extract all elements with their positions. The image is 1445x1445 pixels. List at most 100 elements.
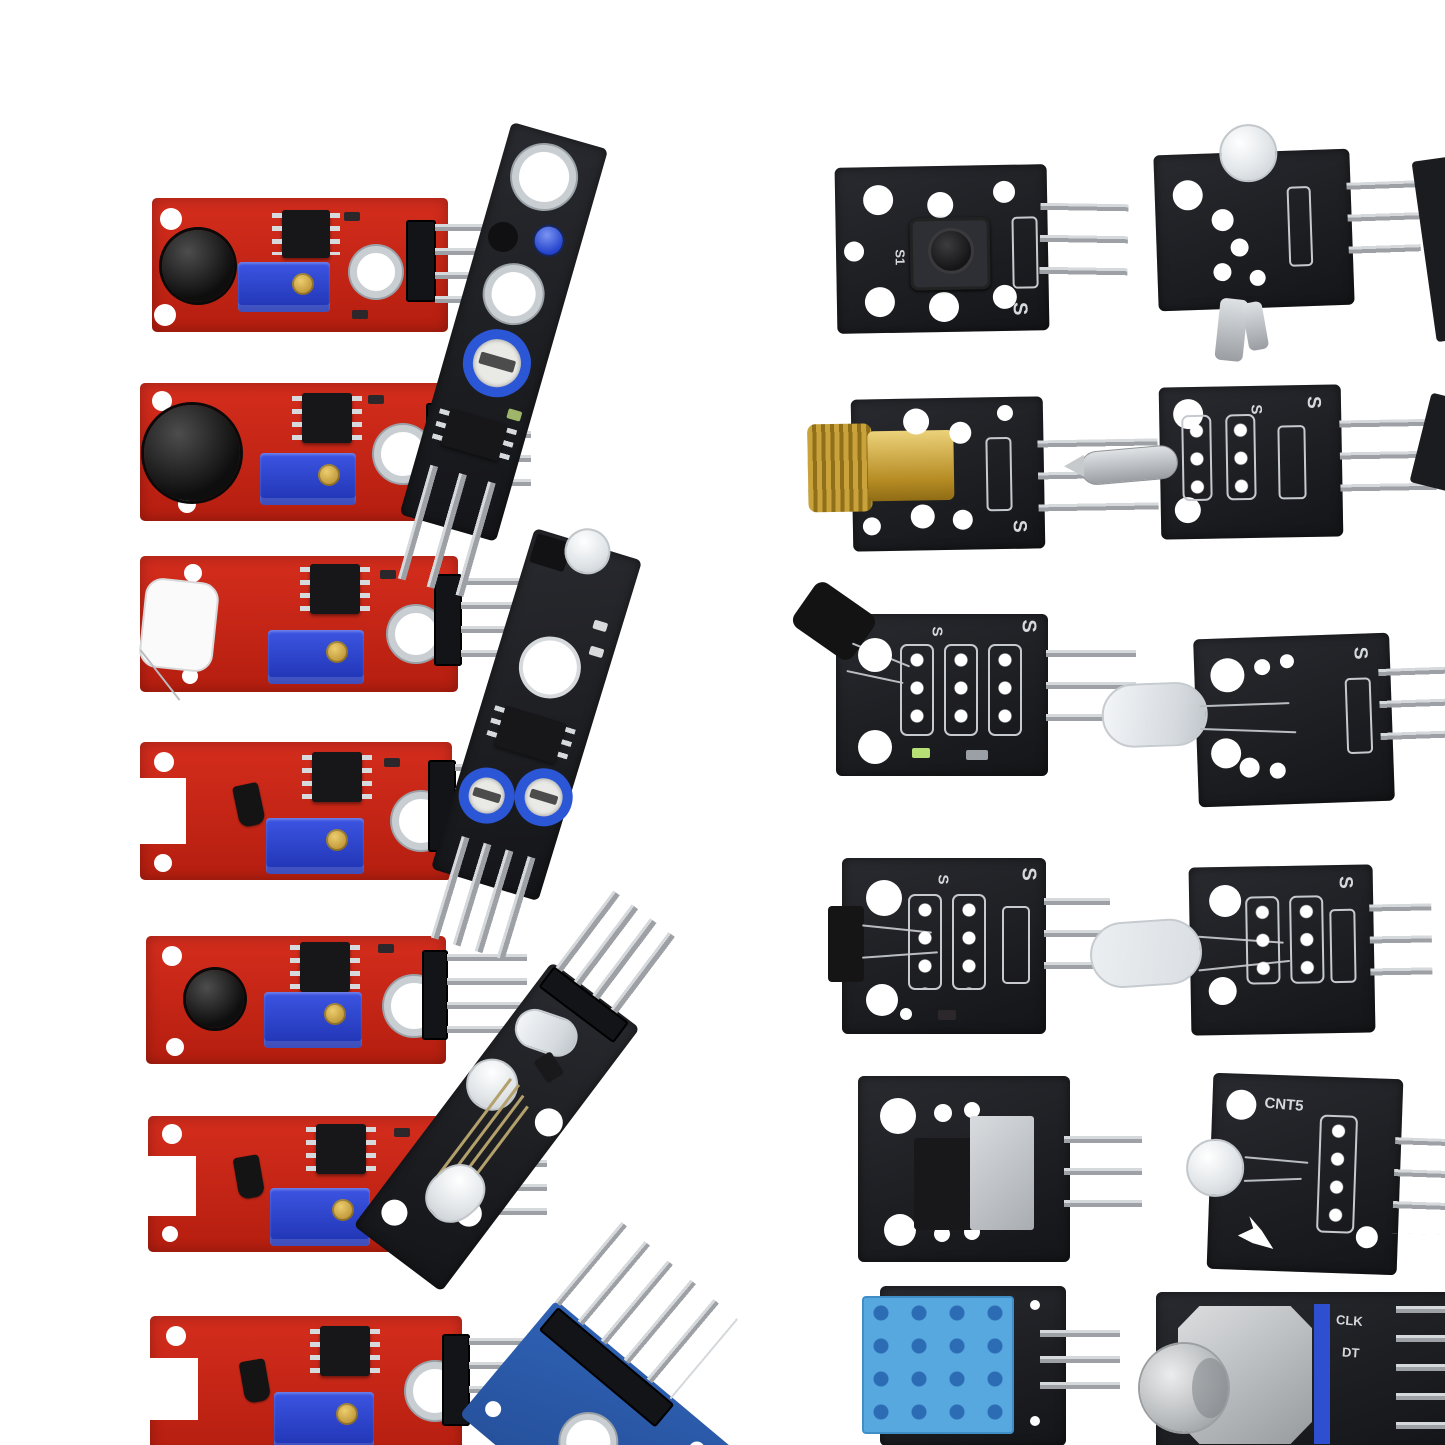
module-white-led: S <box>1100 632 1445 808</box>
module-rotary-encoder: CLK DT <box>1140 1292 1445 1445</box>
smd-component <box>384 758 400 767</box>
tilt-switch-tip <box>1063 454 1085 478</box>
comparator-ic <box>292 393 362 443</box>
component-lead <box>846 669 904 685</box>
pin-header <box>406 220 436 302</box>
tilt-switch <box>1078 443 1180 487</box>
via-hole <box>1210 737 1242 769</box>
dht11-sensor-block <box>862 1296 1014 1434</box>
clear-ir-led <box>1185 1137 1246 1198</box>
board-cutout <box>138 778 186 844</box>
comparator-ic <box>306 1124 376 1174</box>
clear-led-sideways <box>1100 681 1209 749</box>
round-trimpot <box>507 761 580 834</box>
module-vibration-sensor: S S <box>789 578 1136 776</box>
silk-label-s: S <box>1247 404 1265 415</box>
board-cutout <box>146 1156 196 1216</box>
via-hole <box>1208 976 1237 1006</box>
header-bracket <box>1011 216 1039 289</box>
pad-column <box>1315 1114 1359 1234</box>
pad-column <box>900 644 934 736</box>
header-pins <box>1378 666 1445 759</box>
mounting-hole <box>152 391 172 411</box>
module-seven-color-flash-led: S <box>1087 864 1433 1036</box>
header-pins <box>1039 202 1129 281</box>
via-hole <box>949 421 972 444</box>
comparator-ic <box>310 1326 380 1376</box>
microphone-capsule <box>162 230 234 302</box>
trimmer-potentiometer <box>274 1392 374 1445</box>
via-hole <box>866 880 902 916</box>
via-hole <box>858 730 892 764</box>
smd-component <box>592 619 609 633</box>
silk-label-cnt5: CNT5 <box>1263 1094 1305 1115</box>
silk-label-s: S <box>1008 519 1030 533</box>
smd-component <box>938 1010 956 1020</box>
led-lead <box>1200 727 1297 734</box>
smd-component <box>368 395 384 404</box>
via-hole <box>862 184 894 216</box>
via-hole <box>1279 653 1295 669</box>
trimmer-potentiometer <box>238 262 330 312</box>
via-hole <box>1030 1300 1040 1310</box>
transistor-probe <box>238 1358 272 1404</box>
via-hole <box>880 1098 916 1134</box>
module-light-blocking: S S <box>828 858 1110 1034</box>
mounting-hole <box>154 752 174 772</box>
via-hole <box>843 241 865 262</box>
bird-logo <box>1237 1216 1274 1249</box>
smd-component <box>378 944 394 953</box>
module-ir-emission: CNT5 <box>1185 1072 1445 1276</box>
comparator-ic <box>302 752 372 802</box>
led-lead <box>1199 702 1290 708</box>
via-hole <box>858 638 892 672</box>
via-hole <box>1211 208 1235 232</box>
led-lead <box>1244 1156 1309 1164</box>
pad-column <box>988 644 1022 736</box>
via-hole <box>964 1102 980 1118</box>
header-bracket <box>1277 425 1307 500</box>
via-hole <box>1213 262 1232 282</box>
header-bracket <box>985 436 1013 512</box>
via-hole <box>1208 884 1242 918</box>
header-pins <box>1396 1306 1445 1445</box>
silk-label-s: S <box>934 874 952 885</box>
smd-component <box>344 212 360 221</box>
header-bracket <box>1002 906 1030 984</box>
header-pins <box>1040 1330 1120 1396</box>
silk-label-clk: CLK <box>1335 1312 1364 1329</box>
module-blue-breakout-cropped <box>459 1221 739 1445</box>
encoder-shaft-flat <box>1192 1358 1228 1418</box>
module-mercury-tilt-switch: S S <box>1063 384 1437 540</box>
module-push-button: S1 S <box>834 164 1129 334</box>
header-pins <box>1064 1136 1142 1220</box>
tilt-switch-lead <box>1241 300 1270 352</box>
via-hole <box>1269 762 1287 779</box>
frosted-led-sideways <box>1087 916 1205 991</box>
smd-component <box>966 750 988 760</box>
mounting-hole <box>184 564 202 582</box>
via-hole <box>884 1214 916 1246</box>
via-hole <box>1209 657 1245 693</box>
trimmer-potentiometer <box>266 818 364 874</box>
via-hole <box>1230 238 1249 257</box>
optical-switch-slot <box>970 1116 1034 1230</box>
ring-hole <box>504 137 584 217</box>
header-bracket <box>1286 186 1314 267</box>
trimmer-potentiometer <box>264 992 362 1048</box>
module-dht11 <box>862 1286 1120 1445</box>
mounting-hole <box>182 668 198 684</box>
smd-component <box>394 1128 410 1137</box>
via-hole <box>1172 179 1204 211</box>
module-touch-sensor-cropped <box>148 1316 549 1445</box>
header-pins <box>554 1221 739 1400</box>
smd-component <box>588 645 605 659</box>
header-bracket <box>1329 908 1357 984</box>
ir-sensor <box>484 218 522 256</box>
via-hole <box>866 984 898 1016</box>
ring-mounting-hole <box>548 1402 628 1445</box>
silk-label-s: S <box>1302 395 1324 409</box>
clear-led <box>1218 123 1279 184</box>
silk-label-s1: S1 <box>892 249 908 266</box>
round-trimpot <box>451 760 522 831</box>
